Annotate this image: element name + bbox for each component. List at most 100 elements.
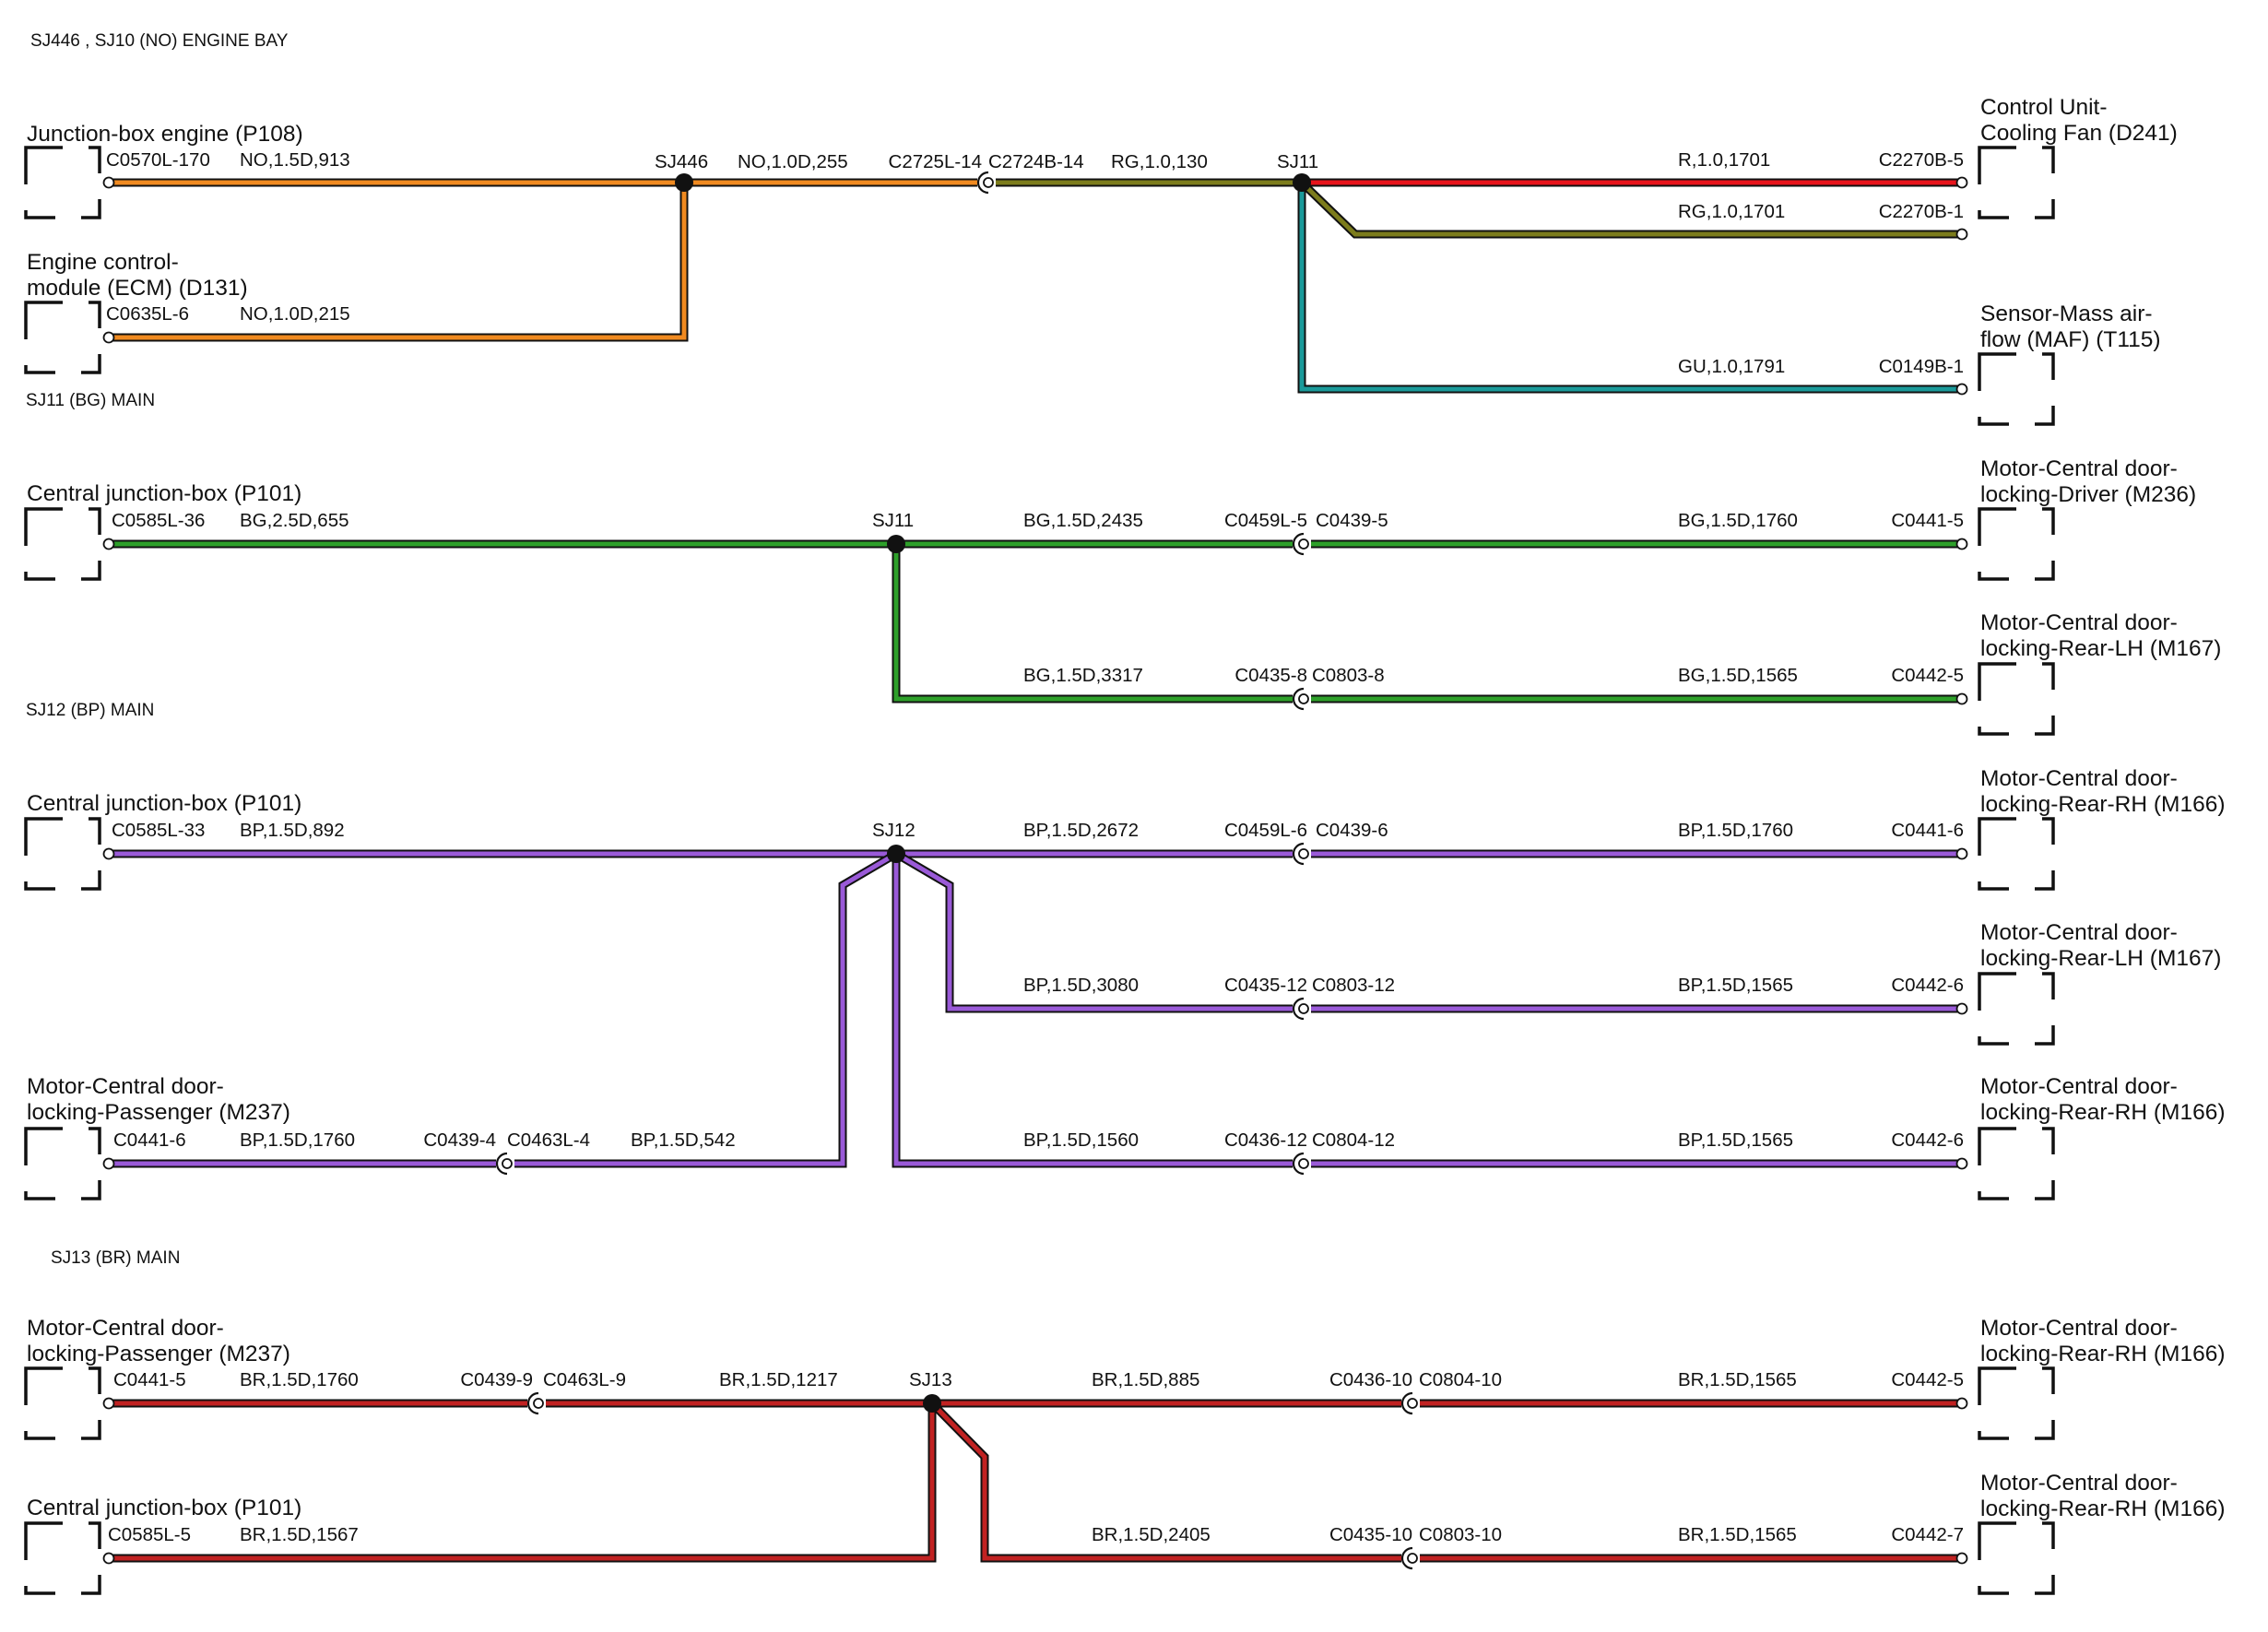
component-box	[1978, 352, 2055, 426]
inline-connector-label: C0803-8	[1312, 665, 1385, 686]
pin-marker	[1955, 1397, 1968, 1410]
wires-layer	[109, 178, 1962, 1563]
component-label: Motor-Central door-locking-Rear-RH (M166…	[1980, 1471, 2225, 1521]
pin-marker	[1955, 228, 1968, 241]
wire-core	[1299, 183, 1962, 392]
wire-spec-label: BP,1.5D,892	[240, 820, 345, 841]
wire-spec-label: BP,1.5D,3080	[1023, 975, 1139, 996]
inline-connector-label: C0439-9	[460, 1369, 533, 1390]
pin-marker	[102, 1157, 115, 1170]
splice-label: SJ13	[909, 1369, 952, 1390]
wire-spec-label: NO,1.0D,215	[240, 303, 350, 325]
inline-connector	[1292, 532, 1309, 556]
component-boxes	[24, 146, 2055, 1595]
pin-label: C0441-5	[1891, 510, 1964, 531]
splice-label: SJ446	[655, 151, 708, 172]
component-box	[24, 1366, 101, 1440]
splice-node	[923, 1394, 941, 1413]
connector-bracket	[526, 1391, 539, 1415]
wire-spec-label: BR,1.5D,1567	[240, 1524, 359, 1545]
inline-connector-label: C0439-5	[1316, 510, 1388, 531]
wire-rg	[1298, 179, 1962, 239]
inline-connector-label: C2724B-14	[988, 151, 1084, 172]
inline-connector-label: C0436-12	[1224, 1129, 1307, 1151]
inline-connector	[1292, 842, 1309, 866]
splice-node	[887, 845, 905, 863]
component-label: Sensor-Mass air-flow (MAF) (T115)	[1980, 302, 2161, 352]
wire-spec-label: BP,1.5D,1760	[240, 1129, 355, 1151]
inline-connector-label: C0435-10	[1329, 1524, 1412, 1545]
pin-label: C0442-7	[1891, 1524, 1964, 1545]
inline-connector-label: C0439-6	[1316, 820, 1388, 841]
wire-spec-label: BP,1.5D,2672	[1023, 820, 1139, 841]
wire-spec-label: BP,1.5D,542	[631, 1129, 736, 1151]
connector-bracket	[1292, 842, 1305, 866]
wire-spec-label: BG,1.5D,1760	[1678, 510, 1798, 531]
pin-marker	[1955, 1552, 1968, 1565]
pin-marker	[1955, 692, 1968, 705]
component-box	[24, 1521, 101, 1595]
connector-bracket	[976, 171, 989, 195]
pin-label: C0585L-33	[112, 820, 205, 841]
inline-connector	[526, 1391, 544, 1415]
wire-core	[514, 851, 898, 1166]
component-box	[1978, 1366, 2055, 1440]
pin-marker	[102, 176, 115, 189]
pin-marker	[1955, 538, 1968, 550]
inline-connector-label: C0804-12	[1312, 1129, 1395, 1151]
connector-pin	[1298, 693, 1309, 704]
inline-connector-label: C0463L-9	[543, 1369, 626, 1390]
connection-marks	[102, 171, 1968, 1570]
connector-bracket	[1400, 1391, 1413, 1415]
section-title-engine-bay: SJ446 , SJ10 (NO) ENGINE BAY	[30, 31, 289, 51]
pin-label: C0635L-6	[106, 303, 189, 325]
pin-marker	[1955, 176, 1968, 189]
inline-connector-label: C0439-4	[423, 1129, 496, 1151]
component-label: Engine control-module (ECM) (D131)	[27, 250, 248, 301]
component-box	[1978, 817, 2055, 891]
component-label: Motor-Central door-locking-Rear-RH (M166…	[1980, 766, 2225, 817]
component-label: Central junction-box (P101)	[27, 1496, 301, 1520]
wire-outline	[1298, 179, 1962, 239]
wire-spec-label: BP,1.5D,1560	[1023, 1129, 1139, 1151]
wire-spec-label: BG,1.5D,2435	[1023, 510, 1143, 531]
wire-spec-label: NO,1.5D,913	[240, 149, 350, 171]
wire-spec-label: BR,1.5D,1217	[719, 1369, 838, 1390]
wire-spec-label: R,1.0,1701	[1678, 149, 1770, 171]
inline-connector	[1400, 1391, 1418, 1415]
connector-pin	[1298, 1003, 1309, 1014]
pin-marker	[102, 538, 115, 550]
pin-label: C0441-6	[113, 1129, 186, 1151]
inline-connector-label: C0435-12	[1224, 975, 1307, 996]
connector-pin	[533, 1398, 544, 1409]
section-title-sj11: SJ11 (BG) MAIN	[26, 391, 155, 410]
inline-connector	[1292, 687, 1309, 711]
wire-gu	[1297, 183, 1962, 394]
wire-core	[894, 851, 1293, 1011]
wire-core	[109, 183, 687, 340]
splice-node	[675, 173, 693, 192]
connector-bracket	[1292, 997, 1305, 1021]
wire-core	[893, 854, 1293, 1166]
pin-marker	[102, 331, 115, 344]
inline-connector-label: C2725L-14	[889, 151, 982, 172]
connector-pin	[1298, 1158, 1309, 1169]
wire-bg	[892, 544, 1293, 704]
component-box	[24, 1127, 101, 1200]
section-title-sj13: SJ13 (BR) MAIN	[51, 1248, 180, 1268]
wire-spec-label: BG,2.5D,655	[240, 510, 349, 531]
splice-node	[1293, 173, 1311, 192]
wire-spec-label: RG,1.0,130	[1111, 151, 1208, 172]
wire-spec-label: BR,1.5D,1565	[1678, 1524, 1797, 1545]
pin-label: C0441-5	[113, 1369, 186, 1390]
component-label: Motor-Central door-locking-Passenger (M2…	[27, 1316, 290, 1366]
connector-bracket	[1292, 687, 1305, 711]
wire-spec-label: GU,1.0,1791	[1678, 356, 1785, 377]
inline-connector-label: C0435-8	[1234, 665, 1307, 686]
inline-connector-label: C0463L-4	[507, 1129, 590, 1151]
pin-marker	[102, 1397, 115, 1410]
wire-spec-label: BR,1.5D,1565	[1678, 1369, 1797, 1390]
component-box	[1978, 662, 2055, 736]
pin-marker	[1955, 847, 1968, 860]
inline-connector-label: C0436-10	[1329, 1369, 1412, 1390]
